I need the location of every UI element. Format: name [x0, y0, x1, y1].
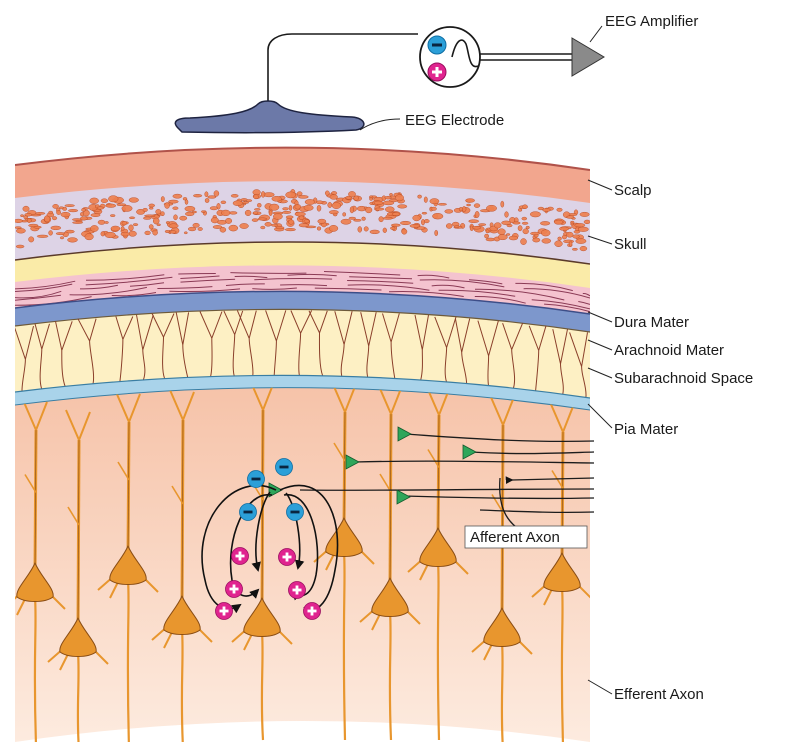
positive-charge-icon [304, 603, 321, 620]
label-dura-mater: Dura Mater [614, 314, 689, 331]
positive-charge-icon [289, 582, 306, 599]
label-efferent-axon: Efferent Axon [614, 686, 704, 703]
amplifier-minus-icon [428, 36, 446, 54]
label-skull: Skull [614, 236, 647, 253]
amplifier-plus-icon [428, 63, 446, 81]
label-eeg-amplifier: EEG Amplifier [605, 13, 698, 30]
positive-charge-icon [232, 548, 249, 565]
label-pia-mater: Pia Mater [614, 421, 678, 438]
label-afferent-axon: Afferent Axon [470, 529, 560, 546]
negative-charge-icon [276, 459, 293, 476]
positive-charge-icon [279, 549, 296, 566]
negative-charge-icon [248, 471, 265, 488]
amplifier-output-arrow [480, 38, 604, 76]
positive-charge-icon [216, 603, 233, 620]
eeg-amplifier-icon [420, 27, 480, 87]
negative-charge-icon [240, 504, 257, 521]
label-subarachnoid-space: Subarachnoid Space [614, 370, 753, 387]
label-scalp: Scalp [614, 182, 652, 199]
negative-charge-icon [287, 504, 304, 521]
label-eeg-electrode: EEG Electrode [405, 112, 504, 129]
positive-charge-icon [226, 581, 243, 598]
eeg-electrode [175, 34, 418, 133]
electrode-wire [268, 34, 418, 50]
label-arachnoid-mater: Arachnoid Mater [614, 342, 724, 359]
